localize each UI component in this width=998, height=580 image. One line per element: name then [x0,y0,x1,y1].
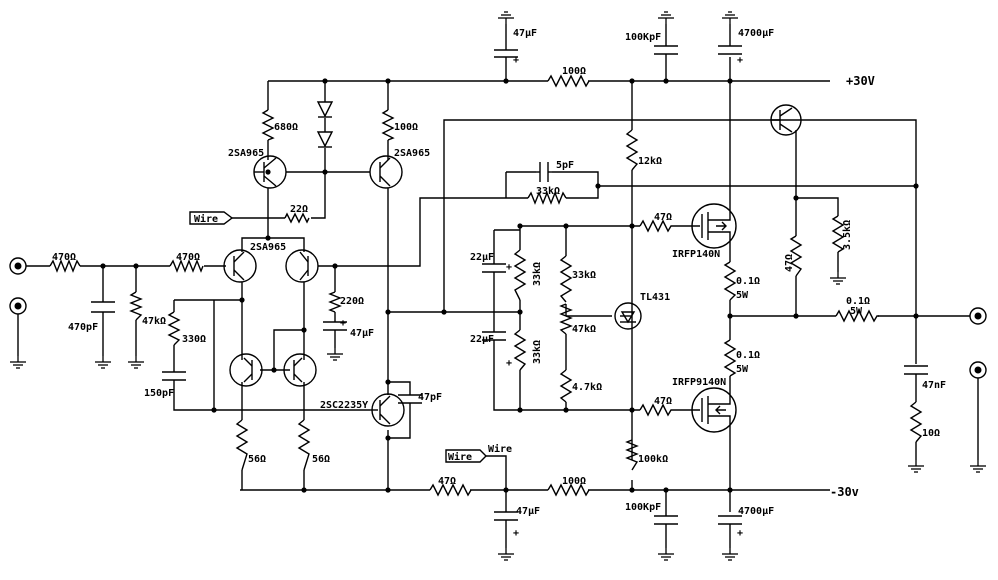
transistors [223,104,802,434]
label-c47uF-top: 47µF [513,28,537,39]
label-r100k: 100kΩ [638,454,668,465]
label-c4700uf-bottom: 4700µF [738,506,774,517]
label-r01-lower-5w: 5W [736,364,749,375]
label-irfp9140n: IRFP9140N [672,377,726,388]
label-r33k-left-upper: 33kΩ [532,262,543,286]
label-wire-top: Wire [194,213,218,225]
svg-text:+: + [340,318,346,329]
label-r22: 22Ω [290,204,308,215]
label-q1: 2SA965 [228,148,264,159]
svg-text:+: + [506,358,512,369]
label-c5pf: 5pF [556,160,574,171]
label-rail-positive: +30V [846,74,875,88]
label-r47-gate-p: 47Ω [654,396,672,407]
label-r220: 220Ω [340,296,364,307]
label-c22uf-upper: 22µF [470,252,494,263]
svg-text:+: + [506,262,512,273]
label-c47uf-bottom: 47µF [516,506,540,517]
label-c100kpf-top: 100KpF [625,32,661,43]
label-c47pf: 47pF [418,392,442,403]
terminals [9,257,987,460]
label-r33k-right: 33kΩ [572,270,596,281]
label-c47nf: 47nF [922,380,946,391]
label-r47k: 47kΩ [142,316,166,327]
label-c100kpf-bottom: 100KpF [625,502,661,513]
label-r100-top: 100Ω [562,66,586,77]
resistors [49,74,923,497]
label-r330: 330Ω [182,334,206,345]
label-r56-left: 56Ω [248,454,266,465]
label-r100-mid: 100Ω [394,122,418,133]
junctions [100,78,919,493]
labels: 47µF 100KpF 4700µF 100Ω +30V 680Ω 100Ω 2… [52,28,946,517]
label-r100-bottom: 100Ω [562,476,586,487]
svg-text:+: + [737,55,743,66]
label-r01-lower: 0.1Ω [736,350,760,361]
svg-text:+: + [513,528,519,539]
diodes [316,101,334,148]
label-c4700uf-top: 4700µF [738,28,774,39]
label-r470-2: 470Ω [176,252,200,263]
label-r4-7k: 4.7kΩ [572,382,602,393]
label-r680: 680Ω [274,122,298,133]
label-r33k-fb: 33kΩ [536,186,560,197]
label-irfp140n: IRFP140N [672,249,720,260]
label-r47-gate-n: 47Ω [654,212,672,223]
svg-text:+: + [513,55,519,66]
label-r12k: 12kΩ [638,156,662,167]
label-wire-bottom-2: Wire [488,443,512,455]
capacitors [91,24,928,548]
label-q2: 2SA965 [394,148,430,159]
label-r47-vert: 47Ω [784,254,795,272]
label-r01-out-5w: 5W [850,306,863,317]
label-r10: 10Ω [922,428,940,439]
label-r01-out: 0.1Ω [846,296,870,307]
label-r47-bottom: 47Ω [438,476,456,487]
label-c150pf: 150pF [144,388,174,399]
label-r470-in: 470Ω [52,252,76,263]
label-r01-upper-5w: 5W [736,290,749,301]
grounds [9,11,987,561]
label-pot47k: 47kΩ [572,324,596,335]
label-wire-bottom: Wire [448,451,472,463]
label-r56-right: 56Ω [312,454,330,465]
label-r01-upper: 0.1Ω [736,276,760,287]
label-rail-negative: -30v [830,485,859,499]
label-c470pf: 470pF [68,322,98,333]
label-tl431: TL431 [640,292,670,303]
label-q-2sc2235: 2SC2235Y [320,400,368,411]
polarity-marks: + + + + + + + [340,55,743,539]
label-c22uf-lower: 22µF [470,334,494,345]
wire-tags [189,211,487,463]
label-c47uf-small: 47µF [350,328,374,339]
label-r33k-left-lower: 33kΩ [532,340,543,364]
label-q-diff: 2SA965 [250,242,286,253]
svg-text:+: + [737,528,743,539]
label-r3-5k: 3.5kΩ [842,220,853,250]
